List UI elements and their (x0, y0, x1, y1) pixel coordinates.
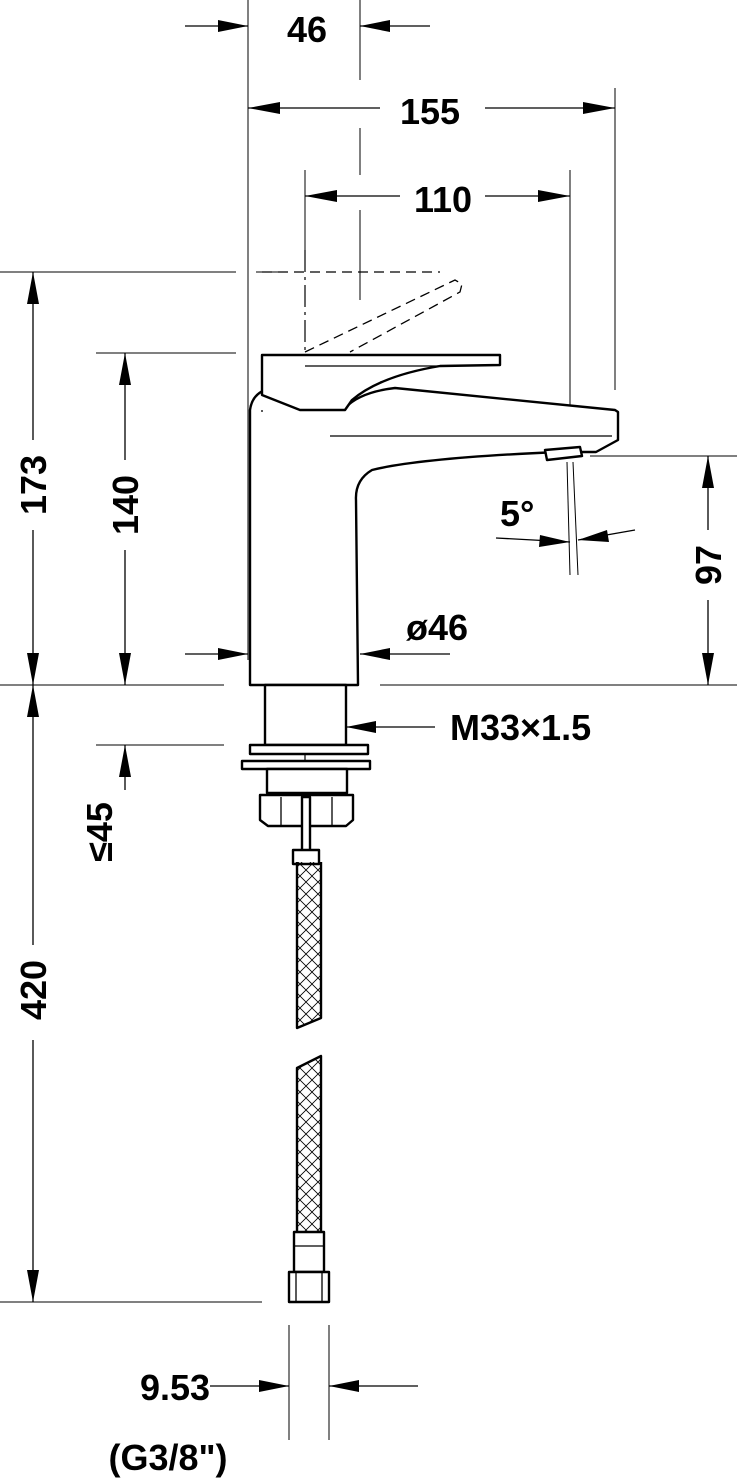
body-diameter-label: ø46 (406, 607, 468, 648)
overall-height-label: 173 (13, 455, 54, 515)
mounting-assembly (240, 683, 372, 866)
extension-lines (0, 0, 737, 1440)
hose-thread-label: (G3/8") (108, 1437, 227, 1478)
flexible-hose (287, 862, 331, 1304)
deck-thickness-label: ≤45 (79, 802, 120, 862)
spout-angle-label: 5° (500, 493, 534, 534)
spout-reach-label: 110 (414, 179, 472, 220)
spout-height-label: 97 (688, 545, 729, 585)
hose-length-label: 420 (13, 960, 54, 1020)
dimension-labels: 46 155 110 173 140 97 5° ø46 M33×1.5 ≤45… (13, 9, 729, 1478)
hose-connection-label: 9.53 (140, 1367, 210, 1408)
faucet-body (248, 250, 620, 845)
thread-label: M33×1.5 (450, 707, 591, 748)
body-height-label: 140 (105, 475, 146, 535)
lever-width-label: 46 (287, 9, 327, 50)
dimension-lines (27, 20, 714, 1392)
overall-width-label: 155 (400, 91, 460, 132)
